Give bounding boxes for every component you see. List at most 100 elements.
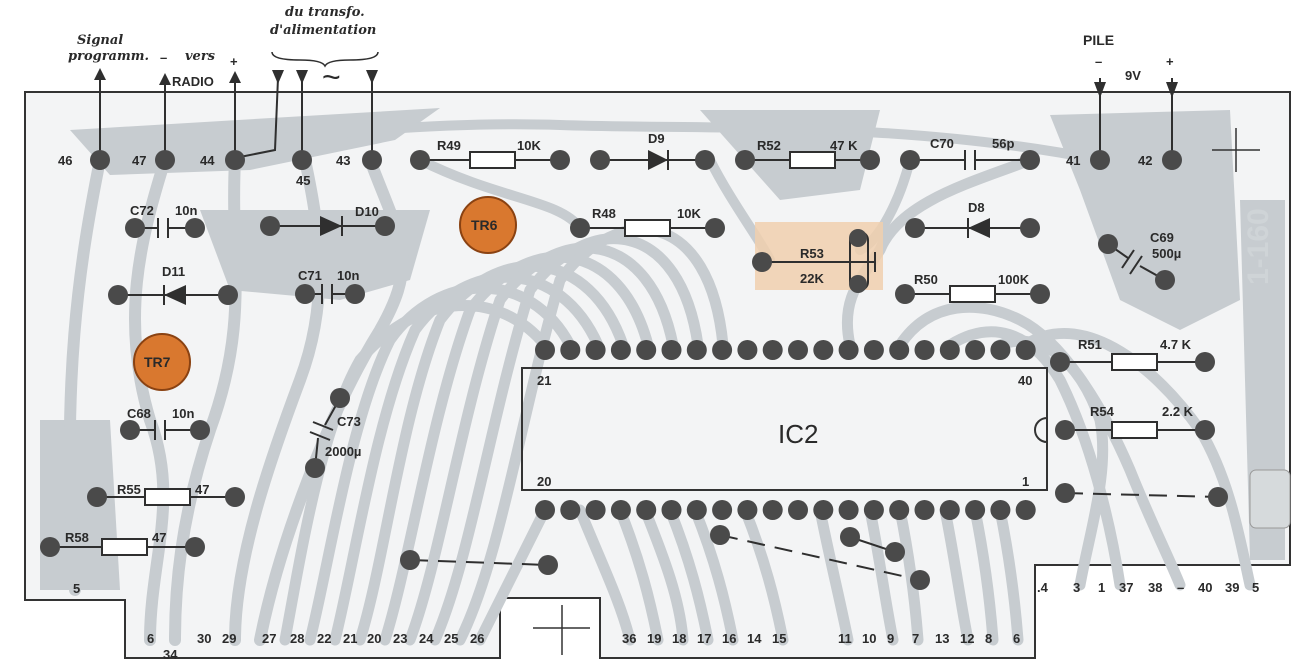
- r52-value: 47 K: [830, 138, 858, 153]
- ic2-pin-pad: [990, 340, 1011, 360]
- c68-value: 10n: [172, 406, 194, 421]
- label-transfo-2: d'alimentation: [270, 23, 376, 38]
- edge-number: –: [1177, 580, 1184, 595]
- r51-value: 4.7 K: [1160, 337, 1192, 352]
- ic2-pin-pad: [838, 500, 859, 520]
- d8-ref: D8: [968, 200, 985, 215]
- c72-ref: C72: [130, 203, 154, 218]
- ic2-pin-pad: [813, 500, 834, 520]
- r49-ref: R49: [437, 138, 461, 153]
- edge-number: 9: [887, 631, 894, 646]
- transistor-tr7: [133, 333, 191, 391]
- r58-ref: R58: [65, 530, 89, 545]
- edge-number: 20: [367, 631, 381, 646]
- edge-number: 17: [697, 631, 711, 646]
- label-pile: PILE: [1083, 32, 1114, 48]
- ic2-pin-pad: [610, 340, 631, 360]
- label-pile-9v: 9V: [1125, 68, 1141, 83]
- c73-value: 2000µ: [325, 444, 361, 459]
- ic2-pin-pad: [914, 340, 935, 360]
- edge-number: 29: [222, 631, 236, 646]
- edge-number: 27: [262, 631, 276, 646]
- ic2-pin-pad: [636, 340, 657, 360]
- ic2-pin-pad: [661, 500, 682, 520]
- ic2-pin-40: 40: [1018, 373, 1032, 388]
- edge-number: 38: [1148, 580, 1162, 595]
- r55-ref: R55: [117, 482, 141, 497]
- pads: [40, 150, 1228, 590]
- label-transfo-1: du transfo.: [285, 5, 365, 20]
- ic2-pin-pad: [939, 500, 960, 520]
- ic2-pin-pad: [863, 500, 884, 520]
- ic2-pin-21: 21: [537, 373, 551, 388]
- ic2-pins: [535, 340, 1036, 520]
- edge-number: 5: [1252, 580, 1259, 595]
- c72-value: 10n: [175, 203, 197, 218]
- ic2-pin-pad: [737, 500, 758, 520]
- r48-value: 10K: [677, 206, 701, 221]
- ic2-pin-pad: [788, 500, 808, 520]
- ic2-pin-pad: [914, 500, 935, 520]
- ic2-pin-pad: [863, 340, 884, 360]
- component-graphics: [50, 51, 1291, 655]
- edge-number: 19: [647, 631, 661, 646]
- ic2-pin-pad: [737, 340, 758, 360]
- r48-ref: R48: [592, 206, 616, 221]
- edge-number: 11: [838, 631, 852, 646]
- edge-number: 36: [622, 631, 636, 646]
- edge-number: 25: [444, 631, 458, 646]
- ic2-pin-pad: [535, 340, 555, 360]
- label-pile-minus: –: [1095, 54, 1102, 69]
- edge-number: 10: [862, 631, 876, 646]
- edge-number: 23: [393, 631, 407, 646]
- tr7-ref: TR7: [144, 354, 171, 370]
- ic2-pin-pad: [965, 340, 986, 360]
- ic2-pin-pad: [1015, 340, 1036, 360]
- c71-value: 10n: [337, 268, 359, 283]
- c73-ref: C73: [337, 414, 361, 429]
- ic2-pin-pad: [965, 500, 986, 520]
- ic2-pin-pad: [990, 500, 1011, 520]
- ic2-pin-pad: [889, 340, 910, 360]
- r49-value: 10K: [517, 138, 541, 153]
- c70-value: 56p: [992, 136, 1014, 151]
- label-signal: Signal: [77, 33, 123, 48]
- terminal-label: 44: [200, 153, 215, 168]
- label-vers: vers: [185, 49, 216, 64]
- ic2-pin-pad: [762, 500, 783, 520]
- ic2-pin-pad: [686, 340, 707, 360]
- r53-ref: R53: [800, 246, 824, 261]
- ic2-pin-pad: [762, 340, 783, 360]
- label-pile-plus: +: [1166, 54, 1174, 69]
- label-radio: RADIO: [172, 74, 214, 89]
- terminal-label: 46: [58, 153, 72, 168]
- r55-value: 47: [195, 482, 209, 497]
- label-ac-symbol: ~: [322, 59, 341, 95]
- r53-value: 22K: [800, 271, 824, 286]
- edge-number: 22: [317, 631, 331, 646]
- terminal-label: 43: [336, 153, 350, 168]
- edge-number: 24: [419, 631, 434, 646]
- ic2-pin-pad: [813, 340, 834, 360]
- edge-number: 16: [722, 631, 736, 646]
- r52-ref: R52: [757, 138, 781, 153]
- ic2-pin-pad: [712, 500, 733, 520]
- tr6-ref: TR6: [471, 217, 498, 233]
- edge-number: 18: [672, 631, 686, 646]
- edge-number: .4: [1037, 580, 1049, 595]
- ic2-pin-pad: [838, 340, 859, 360]
- ic2-pin-pad: [939, 340, 960, 360]
- label-radio-minus: –: [160, 50, 167, 65]
- edge-number: 6: [1013, 631, 1020, 646]
- edge-number: 1: [1098, 580, 1105, 595]
- terminal-label: 42: [1138, 153, 1152, 168]
- r51-ref: R51: [1078, 337, 1102, 352]
- edge-number: 34: [163, 647, 178, 662]
- terminal-label: 45: [296, 173, 310, 188]
- label-radio-plus: +: [230, 54, 238, 69]
- board-id-label: 1-160: [1242, 208, 1275, 285]
- edge-number: 21: [343, 631, 357, 646]
- r54-value: 2.2 K: [1162, 404, 1194, 419]
